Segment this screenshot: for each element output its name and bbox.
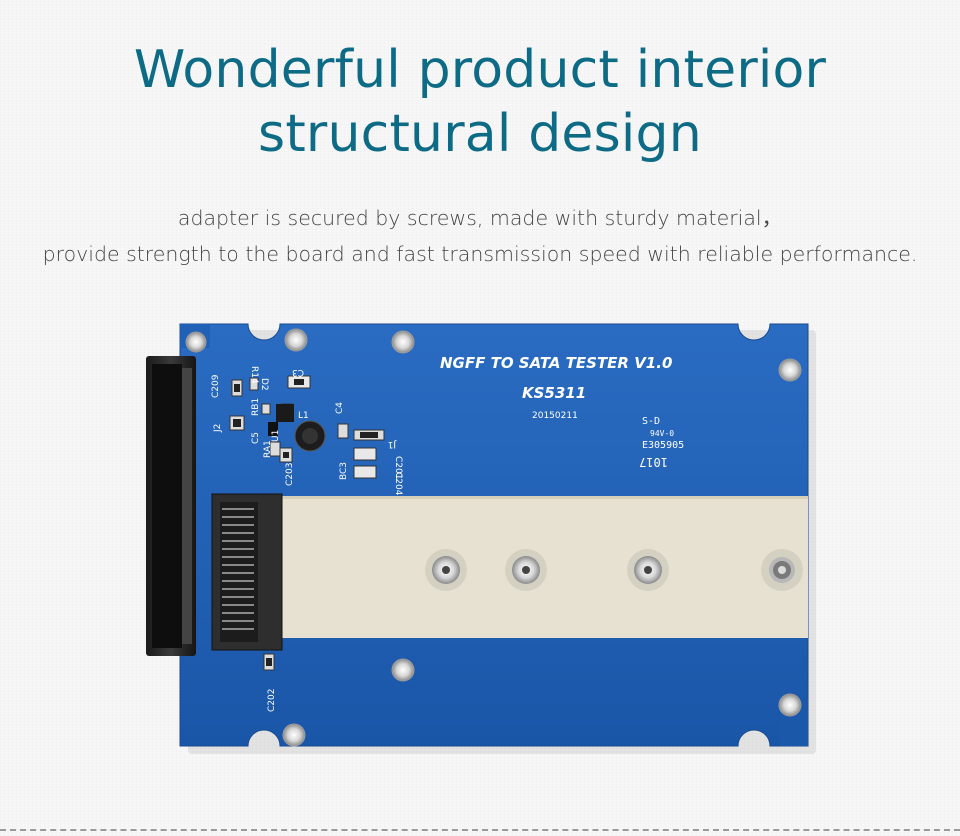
label-c5: C5	[251, 432, 261, 444]
label-c3: C3	[292, 367, 304, 377]
label-rb1: RB1	[251, 398, 261, 416]
cert-ul: 94V-0	[650, 429, 674, 438]
adapter-board-photo: C209 J2 R14 D2 C3 RB1 RA1 C5 U1 L1 C4 C2…	[140, 318, 820, 758]
label-l1: L1	[298, 411, 309, 421]
board-title: NGFF TO SATA TESTER V1.0	[440, 354, 672, 372]
label-ra1: RA1	[263, 440, 273, 458]
label-c204: C204	[393, 472, 403, 496]
cert-sd: S-D	[642, 416, 660, 427]
label-u1: U1	[271, 430, 281, 442]
certification-block: S-D 94V-0 E305905 1017	[639, 416, 684, 469]
cert-code: E305905	[642, 440, 684, 451]
smd-components	[229, 375, 385, 671]
headline-line-1: Wonderful product interior	[133, 40, 827, 100]
cert-mark: 1017	[639, 455, 668, 469]
m2-standoff-holes	[425, 549, 803, 591]
label-j2: J2	[213, 424, 223, 433]
screw-holes	[185, 328, 802, 747]
board-date: 20150211	[532, 411, 578, 421]
description: adapter is secured by screws, made with …	[0, 200, 960, 272]
board-title-block: NGFF TO SATA TESTER V1.0 KS5311 20150211	[440, 354, 672, 421]
headline: Wonderful product interior structural de…	[0, 38, 960, 166]
label-c201: C201	[393, 456, 403, 479]
description-line-1: adapter is secured by screws, made with …	[177, 206, 783, 230]
bottom-dashed-divider	[0, 829, 960, 831]
label-c209: C209	[211, 374, 221, 398]
board-model: KS5311	[522, 384, 586, 402]
adapter-board-illustration: C209 J2 R14 D2 C3 RB1 RA1 C5 U1 L1 C4 C2…	[146, 323, 816, 754]
label-d2: D2	[259, 378, 269, 391]
label-c4: C4	[335, 402, 345, 414]
silkscreen-labels: C209 J2 R14 D2 C3 RB1 RA1 C5 U1 L1 C4 C2…	[211, 366, 403, 712]
label-bc3: BC3	[339, 462, 349, 480]
label-c203: C203	[285, 463, 295, 486]
description-line-2: provide strength to the board and fast t…	[42, 242, 918, 266]
label-c202: C202	[267, 689, 277, 712]
headline-line-2: structural design	[258, 104, 702, 164]
label-r14: R14	[249, 366, 259, 384]
label-j1: J1	[388, 439, 397, 449]
